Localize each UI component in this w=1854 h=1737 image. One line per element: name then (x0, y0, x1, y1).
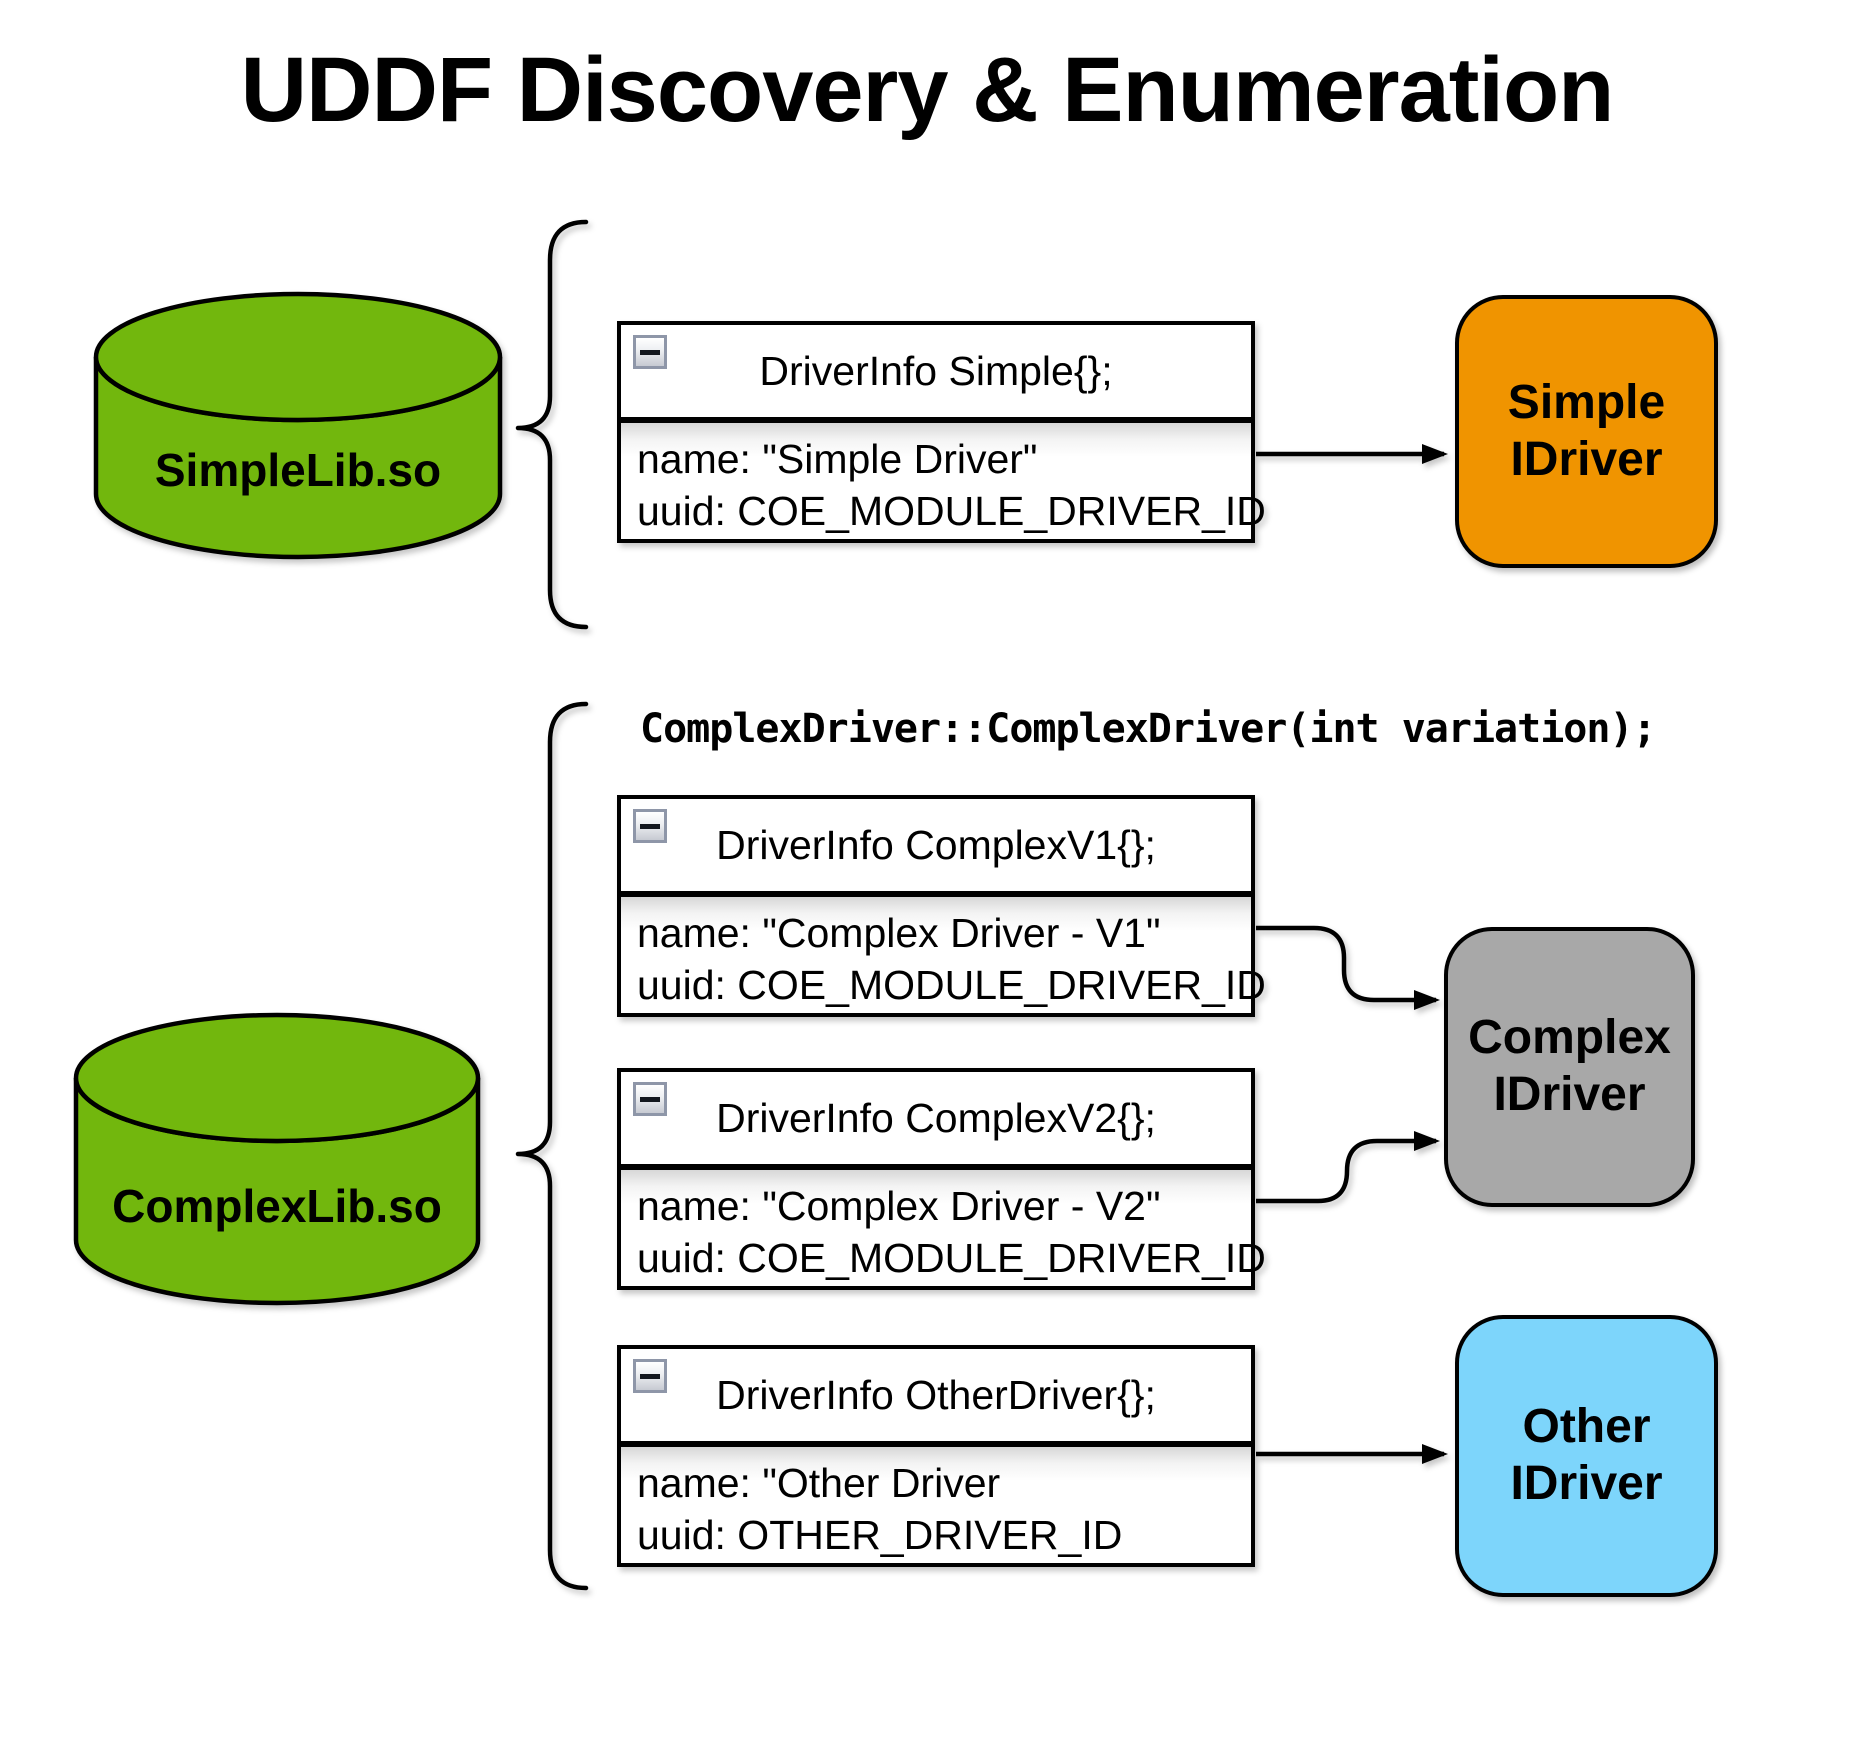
driverinfo-box-complexv2: DriverInfo ComplexV2{}; name: "Complex D… (617, 1068, 1266, 1290)
simplelib-brace (515, 219, 589, 630)
collapse-button[interactable] (633, 1082, 667, 1116)
minus-icon (640, 1373, 660, 1379)
other-idriver-label: Other IDriver (1510, 1400, 1663, 1510)
minus-icon (640, 823, 660, 829)
minus-icon (640, 349, 660, 355)
simplelib-label: SimpleLib.so (154, 444, 442, 496)
driverinfo-box-simple: DriverInfo Simple{}; name: "Simple Drive… (617, 321, 1266, 543)
driverinfo-complexv2-header: DriverInfo ComplexV2{}; (617, 1068, 1255, 1168)
driverinfo-simple-body: name: "Simple Driver" uuid: COE_MODULE_D… (617, 419, 1266, 543)
driver-uuid-field: uuid: COE_MODULE_DRIVER_ID (637, 488, 1266, 534)
driver-name-field: name: "Simple Driver" (637, 436, 1038, 482)
driverinfo-complexv1-header: DriverInfo ComplexV1{}; (617, 795, 1255, 895)
collapse-button[interactable] (633, 335, 667, 369)
connector-complexv1-arrow (1256, 925, 1440, 1010)
complex-idriver-label: Complex IDriver (1468, 1011, 1671, 1121)
simple-idriver-label: Simple IDriver (1507, 375, 1666, 486)
driverinfo-otherdriver-body: name: "Other Driver uuid: OTHER_DRIVER_I… (617, 1443, 1255, 1567)
driver-name-field: name: "Complex Driver - V2" (637, 1183, 1161, 1229)
complexlib-label: ComplexLib.so (112, 1180, 442, 1232)
driver-uuid-field: uuid: OTHER_DRIVER_ID (637, 1512, 1123, 1558)
simple-idriver-node: Simple IDriver (1455, 295, 1718, 568)
driver-name-field: name: "Complex Driver - V1" (637, 910, 1161, 956)
driver-uuid-field: uuid: COE_MODULE_DRIVER_ID (637, 1235, 1266, 1281)
driverinfo-complexv2-title: DriverInfo ComplexV2{}; (716, 1095, 1156, 1141)
driverinfo-simple-title: DriverInfo Simple{}; (759, 348, 1113, 394)
driverinfo-box-complexv1: DriverInfo ComplexV1{}; name: "Complex D… (617, 795, 1266, 1017)
driverinfo-simple-header: DriverInfo Simple{}; (617, 321, 1255, 421)
collapse-button[interactable] (633, 1359, 667, 1393)
driverinfo-complexv2-body: name: "Complex Driver - V2" uuid: COE_MO… (617, 1166, 1266, 1290)
collapse-button[interactable] (633, 809, 667, 843)
driver-name-field: name: "Other Driver (637, 1460, 1001, 1506)
complexlib-cylinder (73, 1012, 481, 1306)
page-title: UDDF Discovery & Enumeration (240, 39, 1615, 141)
complex-idriver-node: Complex IDriver (1444, 927, 1695, 1207)
complexdriver-constructor-annotation: ComplexDriver::ComplexDriver(int variati… (640, 706, 1657, 752)
driver-uuid-field: uuid: COE_MODULE_DRIVER_ID (637, 962, 1266, 1008)
simplelib-cylinder (93, 291, 503, 560)
other-idriver-node: Other IDriver (1455, 1315, 1718, 1597)
driverinfo-otherdriver-title: DriverInfo OtherDriver{}; (716, 1372, 1156, 1418)
driverinfo-box-otherdriver: DriverInfo OtherDriver{}; name: "Other D… (617, 1345, 1255, 1567)
driverinfo-complexv1-title: DriverInfo ComplexV1{}; (716, 822, 1156, 868)
driverinfo-otherdriver-header: DriverInfo OtherDriver{}; (617, 1345, 1255, 1445)
complexlib-brace (515, 701, 589, 1591)
driverinfo-complexv1-body: name: "Complex Driver - V1" uuid: COE_MO… (617, 893, 1266, 1017)
minus-icon (640, 1096, 660, 1102)
connector-complexv2-arrow (1256, 1131, 1440, 1204)
